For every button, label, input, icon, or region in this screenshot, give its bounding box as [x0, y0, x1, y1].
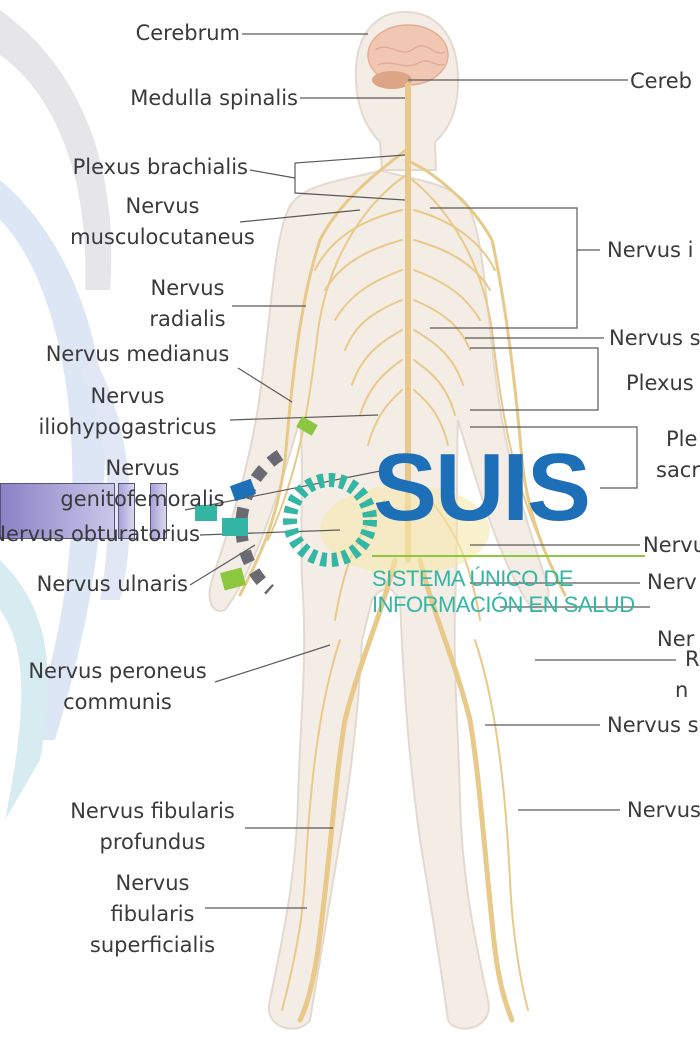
- label-femoralis: Nervu: [643, 530, 700, 561]
- label-radialis: Nervus radialis: [130, 273, 245, 335]
- label-fib-prof-line1: Nervus fibularis: [55, 796, 250, 827]
- label-intercostales: Nervus i: [607, 235, 693, 266]
- watermark-logo-text: SUIS: [373, 440, 589, 536]
- label-iliohypogastricus-line2: iliohypogastricus: [20, 412, 235, 443]
- label-musculocutaneus-line2: musculocutaneus: [30, 222, 295, 253]
- label-plexus-lumbalis: Plexus: [626, 368, 694, 399]
- label-rami-musculares: R n: [675, 644, 700, 706]
- label-radialis-line1: Nervus: [130, 273, 245, 304]
- label-peroneus-line2: communis: [15, 687, 220, 718]
- label-radialis-line2: radialis: [130, 304, 245, 335]
- label-rami-line2: n: [675, 675, 700, 706]
- label-fib-sup-line2: fibularis: [70, 899, 235, 930]
- label-fib-prof-line2: profundus: [55, 827, 250, 858]
- label-peroneus-line1: Nervus peroneus: [15, 656, 220, 687]
- label-pudendus: Nerv: [647, 567, 697, 598]
- label-musculocutaneus: Nervus musculocutaneus: [30, 191, 295, 253]
- label-plexus-sacralis-line2: sacr: [656, 455, 700, 486]
- label-fibularis-superficialis: Nervus fibularis superficialis: [70, 868, 235, 961]
- label-genitofemoralis: Nervus genitofemoralis: [55, 453, 230, 515]
- watermark-line1: SISTEMA ÚNICO DE: [372, 567, 573, 591]
- label-saphenus: Nervus s: [607, 710, 699, 741]
- label-cerebrum: Cerebrum: [100, 18, 240, 49]
- label-plexus-sacralis: Ple sacr: [656, 424, 700, 486]
- label-fibularis-profundus: Nervus fibularis profundus: [55, 796, 250, 858]
- label-rami-line1: R: [675, 644, 700, 675]
- label-genitofemoralis-line1: Nervus: [55, 453, 230, 484]
- label-peroneus-communis: Nervus peroneus communis: [15, 656, 220, 718]
- label-genitofemoralis-line2: genitofemoralis: [55, 484, 230, 515]
- label-iliohypogastricus: Nervus iliohypogastricus: [20, 381, 235, 443]
- label-medulla-spinalis: Medulla spinalis: [80, 83, 298, 114]
- label-obturatorius: Nervus obturatorius: [0, 519, 200, 550]
- label-plexus-brachialis: Plexus brachialis: [40, 152, 248, 183]
- label-plexus-sacralis-line1: Ple: [656, 424, 700, 455]
- label-ulnaris: Nervus ulnaris: [20, 569, 188, 600]
- label-subcostalis: Nervus s: [609, 323, 700, 354]
- label-musculocutaneus-line1: Nervus: [30, 191, 295, 222]
- label-fib-sup-line1: Nervus: [70, 868, 235, 899]
- label-iliohypogastricus-line1: Nervus: [20, 381, 235, 412]
- watermark-line2: INFORMACIÓN EN SALUD: [372, 593, 635, 617]
- label-medianus: Nervus medianus: [25, 339, 250, 370]
- label-cerebellum: Cereb: [630, 66, 692, 97]
- label-fib-sup-line3: superficialis: [70, 930, 235, 961]
- label-tibialis: Nervus: [627, 795, 700, 826]
